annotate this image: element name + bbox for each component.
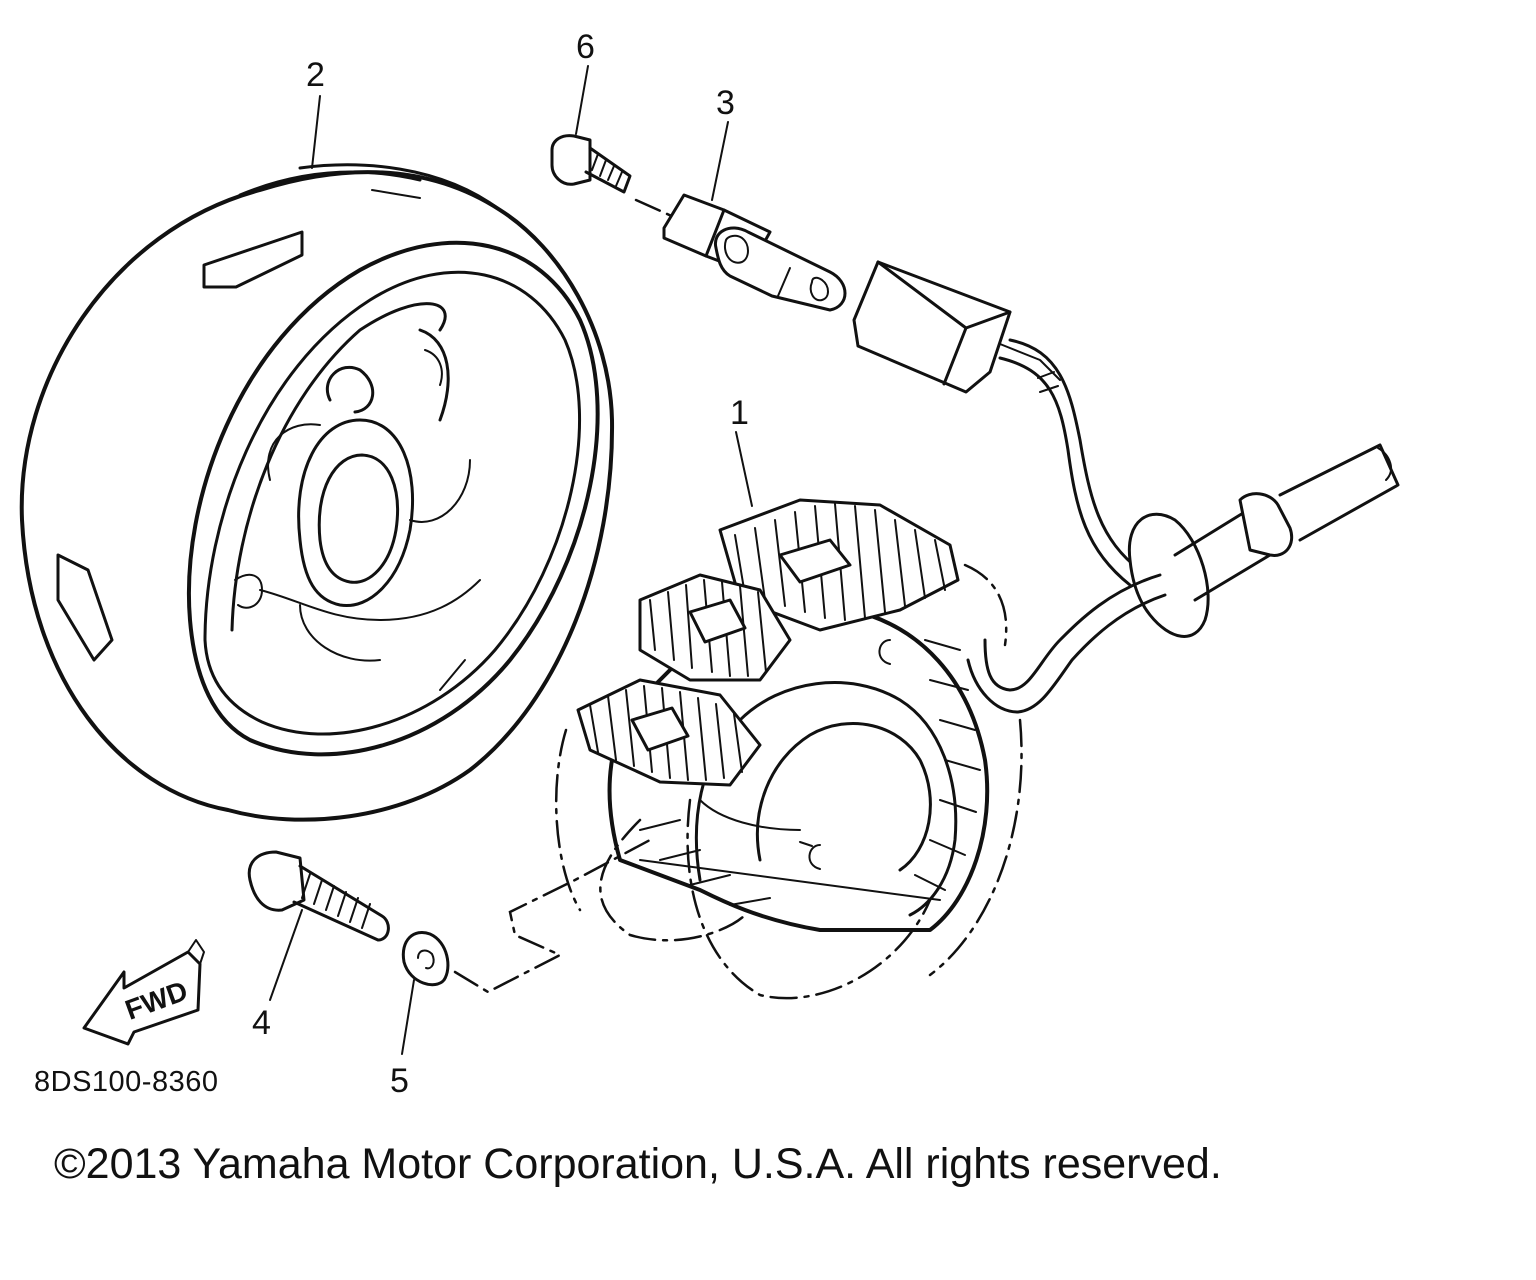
assembly-lines (453, 718, 1023, 1000)
callout-4: 4 (252, 1004, 271, 1042)
part-bolt-4-drawing (247, 850, 390, 942)
part-stator-drawing (576, 498, 990, 932)
leader-lines (269, 65, 753, 1055)
part-pickup-coil-drawing (662, 193, 847, 312)
callout-6: 6 (576, 28, 595, 66)
diagram-code: 8DS100-8360 (34, 1066, 219, 1098)
fwd-arrow-icon: FWD (82, 939, 205, 1046)
callout-5: 5 (390, 1062, 409, 1100)
callout-3: 3 (716, 84, 735, 122)
copyright-notice: ©2013 Yamaha Motor Corporation, U.S.A. A… (54, 1140, 1222, 1188)
part-rotor-drawing (19, 163, 615, 822)
part-coupler-harness-drawing (852, 260, 1400, 714)
part-screw-6-drawing (550, 134, 678, 220)
callout-2: 2 (306, 56, 325, 94)
part-washer-5-drawing (401, 931, 450, 986)
callout-1: 1 (730, 394, 749, 432)
